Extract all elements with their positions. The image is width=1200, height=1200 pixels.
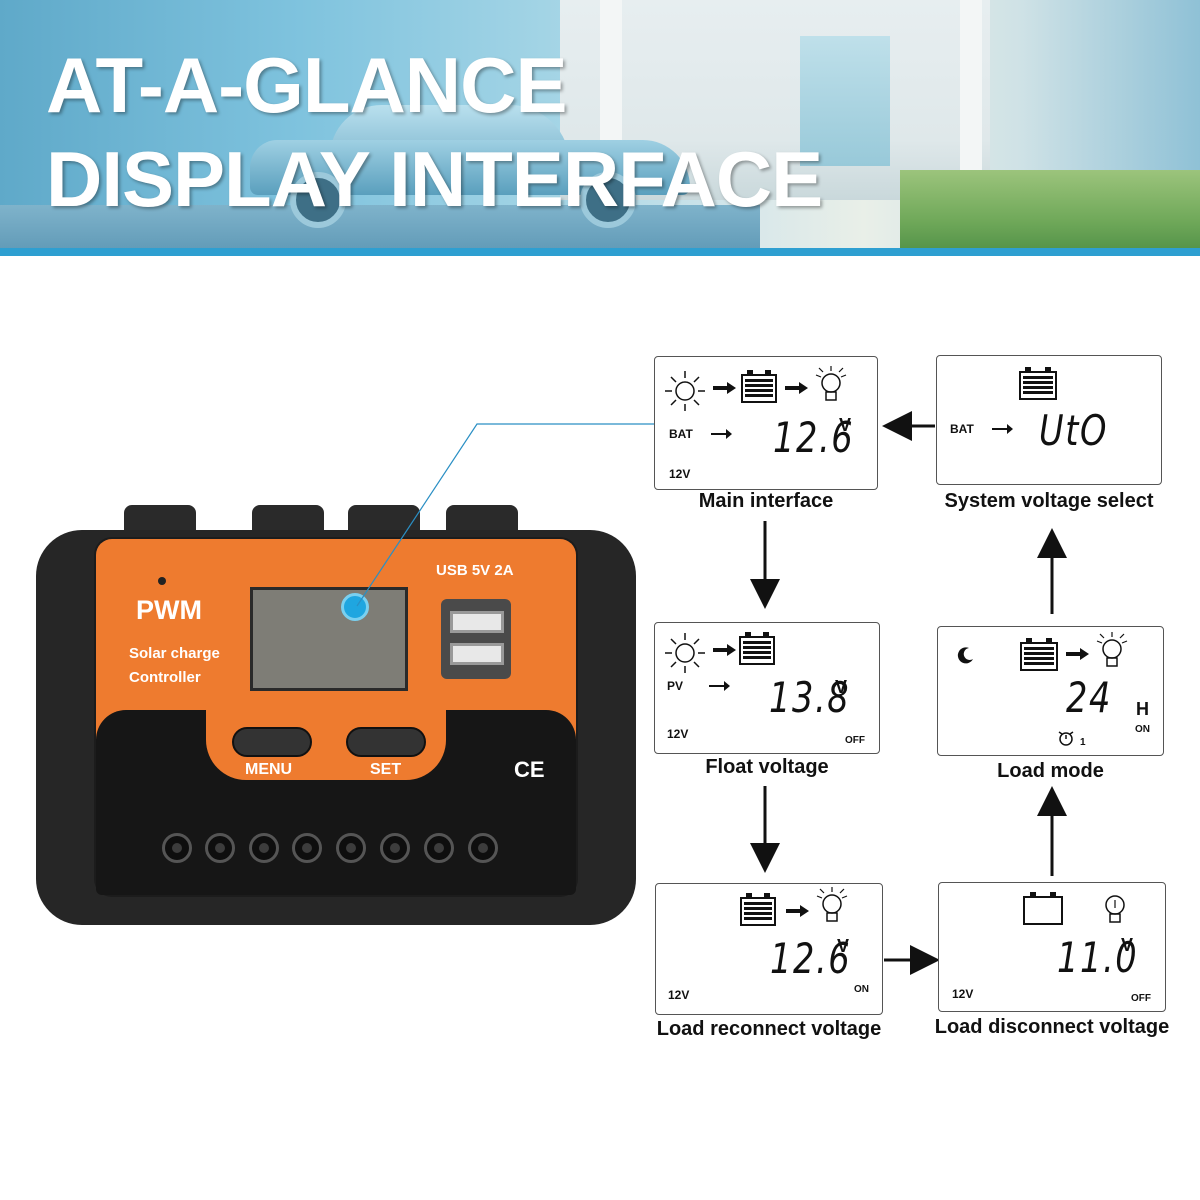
float-voltage-panel: PV 13.8 V 12V OFF — [654, 622, 880, 754]
product-subtitle-1: Solar charge — [129, 645, 220, 662]
focus-marker — [341, 593, 369, 621]
bat-label: BAT — [950, 422, 974, 436]
sun-icon — [665, 633, 705, 673]
load-disconnect-caption: Load disconnect voltage — [934, 1016, 1170, 1038]
load-reconnect-panel: 12.6 V 12V ON — [655, 883, 883, 1015]
sun-icon — [665, 371, 705, 411]
wire-terminal — [380, 833, 410, 863]
banner-divider — [0, 248, 1200, 256]
battery-icon — [739, 632, 775, 665]
brand-label: PWM — [136, 595, 202, 625]
banner-title-line2: DISPLAY INTERFACE — [46, 135, 823, 223]
arrow-right-icon — [713, 382, 736, 394]
bulb-icon — [816, 887, 848, 922]
usb-port[interactable] — [450, 611, 504, 633]
main-interface-panel: BAT 12.6 V 12V — [654, 356, 878, 490]
wire-terminal — [424, 833, 454, 863]
small-arrow-icon — [992, 424, 1013, 434]
header-banner: AT-A-GLANCE DISPLAY INTERFACE — [0, 0, 1200, 256]
battery-icon — [1019, 367, 1057, 400]
callout-leader-line — [356, 423, 654, 607]
load-hours-readout: 24 — [1066, 673, 1112, 722]
timer-index: 1 — [1080, 737, 1086, 748]
wire-terminal — [205, 833, 235, 863]
system-voltage-select-panel: BAT UtO — [936, 355, 1162, 485]
charge-controller-device: PWM Solar charge Controller USB 5V 2A ME… — [36, 505, 636, 925]
product-subtitle-2: Controller — [129, 669, 201, 686]
battery-icon — [740, 893, 776, 926]
system-voltage-select-caption: System voltage select — [944, 490, 1154, 512]
arrow-right-icon — [785, 382, 808, 394]
load-state-label: ON — [1135, 724, 1150, 735]
small-arrow-icon — [709, 681, 730, 691]
wire-terminal — [468, 833, 498, 863]
load-disconnect-panel: 11.0 V 12V OFF — [938, 882, 1166, 1012]
disconnect-voltage-readout: 11.0 — [1057, 933, 1139, 982]
system-voltage-label: 12V — [952, 987, 974, 1001]
battery-icon — [741, 370, 777, 403]
ce-mark: CE — [514, 757, 545, 782]
banner-title: AT-A-GLANCE DISPLAY INTERFACE — [46, 38, 823, 226]
usb-port[interactable] — [450, 643, 504, 665]
set-button[interactable] — [346, 727, 426, 757]
load-state-label: ON — [854, 984, 869, 995]
float-voltage-readout: 13.8 — [769, 673, 851, 722]
load-state-label: OFF — [1131, 993, 1151, 1004]
menu-button[interactable] — [232, 727, 312, 757]
load-mode-panel: 24 H ON 1 — [937, 626, 1164, 756]
arrow-right-icon — [713, 644, 736, 656]
arrow-right-icon — [786, 905, 809, 917]
road-background — [0, 205, 760, 256]
wire-terminal — [249, 833, 279, 863]
load-state-label: OFF — [845, 735, 865, 746]
device-lcd-screen — [250, 587, 408, 691]
system-voltage-label: 12V — [667, 727, 689, 741]
house-pillar — [960, 0, 982, 210]
wire-terminal — [292, 833, 322, 863]
voltage-unit: V — [837, 936, 850, 956]
wire-terminal — [336, 833, 366, 863]
set-button-label: SET — [370, 761, 402, 778]
bulb-icon — [1105, 895, 1125, 923]
moon-icon — [957, 647, 973, 664]
small-arrow-icon — [711, 429, 732, 439]
pv-label: PV — [667, 679, 684, 693]
lawn — [900, 170, 1200, 256]
house-window — [800, 36, 890, 166]
indicator-led — [158, 577, 166, 585]
wire-terminal — [162, 833, 192, 863]
voltage-unit: V — [1121, 935, 1134, 955]
system-voltage-readout: UtO — [1039, 406, 1109, 455]
main-interface-caption: Main interface — [698, 490, 834, 512]
timer-icon — [1058, 731, 1074, 746]
usb-rating-label: USB 5V 2A — [436, 562, 514, 579]
main-voltage-readout: 12.6 — [773, 413, 855, 462]
system-voltage-label: 12V — [669, 467, 691, 481]
float-voltage-caption: Float voltage — [705, 756, 829, 778]
car-illustration — [250, 100, 690, 228]
bulb-icon — [1096, 632, 1128, 667]
bulb-icon — [815, 366, 847, 401]
menu-button-label: MENU — [245, 761, 293, 778]
load-mode-caption: Load mode — [997, 760, 1104, 782]
battery-icon — [1020, 638, 1058, 671]
reconnect-voltage-readout: 12.6 — [770, 934, 852, 983]
banner-title-line1: AT-A-GLANCE — [46, 41, 567, 129]
voltage-unit: V — [839, 415, 852, 435]
arrow-right-icon — [1066, 648, 1089, 660]
empty-battery-icon — [1023, 892, 1063, 925]
hours-unit: H — [1136, 699, 1149, 719]
bat-label: BAT — [669, 427, 693, 441]
system-voltage-label: 12V — [668, 988, 690, 1002]
load-reconnect-caption: Load reconnect voltage — [656, 1018, 882, 1040]
voltage-unit: V — [835, 677, 848, 697]
